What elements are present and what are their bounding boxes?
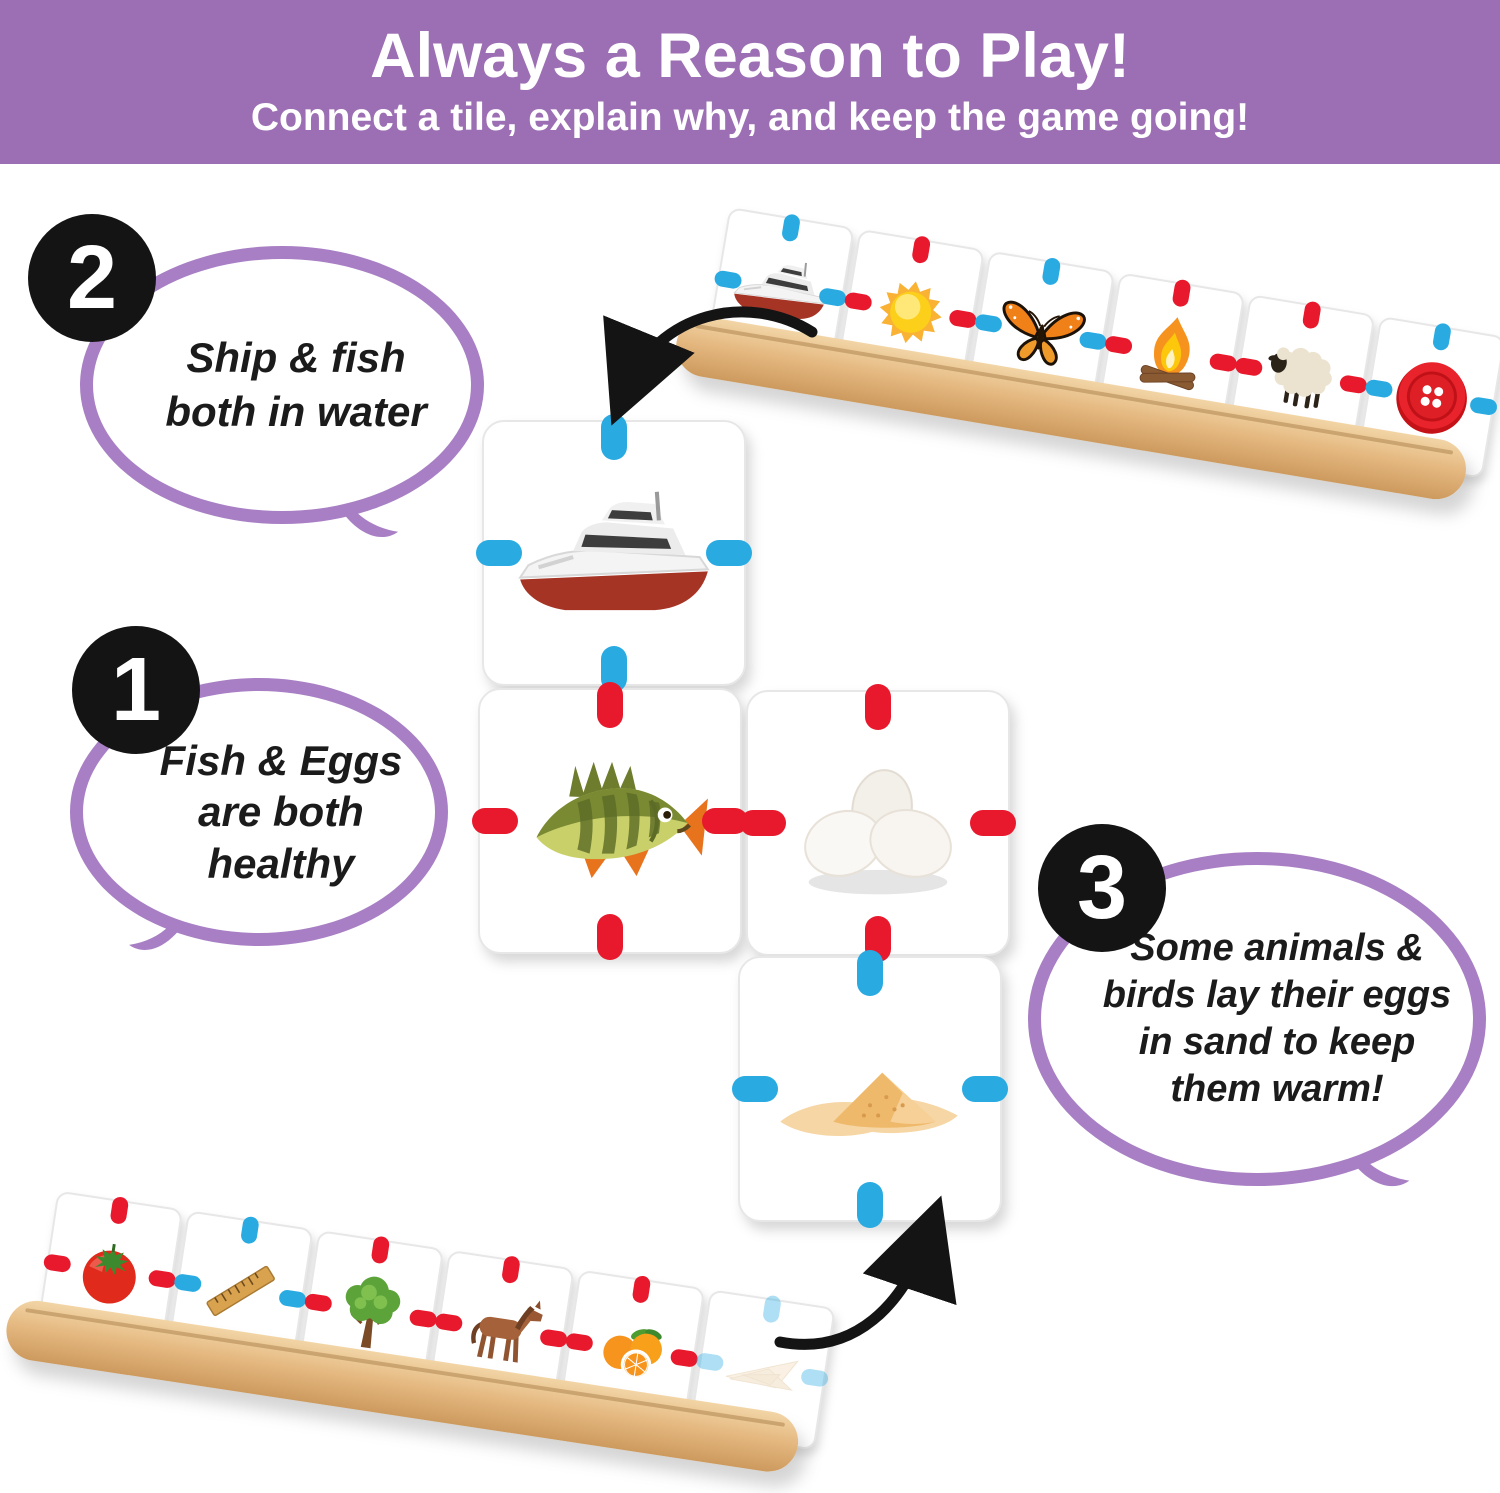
connector-top xyxy=(780,213,801,243)
connector-right xyxy=(962,1076,1008,1102)
connector-top xyxy=(108,1195,129,1225)
connector-top xyxy=(1431,322,1452,352)
tile-rack-top xyxy=(669,202,1500,518)
connector-left xyxy=(476,540,522,566)
board-tile-fish xyxy=(472,682,748,960)
connector-right xyxy=(970,810,1016,836)
bubble-3-line: Some animals & xyxy=(1130,926,1424,969)
connector-top xyxy=(761,1294,782,1324)
connector-top xyxy=(910,234,931,265)
bubble-1-line: healthy xyxy=(207,839,355,887)
bubble-2-line: Ship & fish xyxy=(186,334,406,382)
connector-right xyxy=(706,540,752,566)
board-tile-sand xyxy=(732,950,1008,1228)
bubble-3-line: them warm! xyxy=(1170,1068,1384,1111)
page-title: Always a Reason to Play! xyxy=(370,21,1130,91)
connector-top xyxy=(500,1255,521,1285)
sand-icon xyxy=(768,987,972,1191)
connector-top xyxy=(865,684,891,730)
bubble-1-line: Fish & Eggs xyxy=(159,737,403,785)
connector-left xyxy=(472,808,518,834)
board-tile-eggs xyxy=(740,684,1016,962)
page-subtitle: Connect a tile, explain why, and keep th… xyxy=(250,96,1250,139)
fish-icon xyxy=(508,719,712,923)
header-banner: Always a Reason to Play! Connect a tile,… xyxy=(0,0,1500,164)
connector-top xyxy=(1301,300,1322,330)
connector-bottom xyxy=(597,914,623,960)
boat-icon xyxy=(512,451,716,655)
connector-top xyxy=(369,1235,390,1265)
step-badge-3: 3 xyxy=(1038,824,1166,952)
connector-top xyxy=(857,950,883,996)
connector-left xyxy=(740,810,786,836)
bubble-3-line: birds lay their eggs xyxy=(1102,973,1452,1016)
connector-top xyxy=(601,414,627,460)
step-badge-2: 2 xyxy=(28,214,156,342)
bubble-3-line: in sand to keep xyxy=(1138,1021,1416,1063)
connector-top xyxy=(1170,278,1192,308)
connector-top xyxy=(239,1215,260,1245)
board-tile-boat xyxy=(476,414,752,692)
connector-bottom xyxy=(857,1182,883,1228)
connector-top xyxy=(597,682,623,728)
tile-rack-bottom xyxy=(0,1186,836,1490)
bubble-1-line: are both xyxy=(198,788,364,836)
connector-left xyxy=(732,1076,778,1102)
step-badge-1: 1 xyxy=(72,626,200,754)
eggs-icon xyxy=(776,721,980,925)
bubble-2-line: both in water xyxy=(165,388,427,435)
connector-top xyxy=(631,1274,651,1304)
connector-top xyxy=(1040,256,1061,286)
